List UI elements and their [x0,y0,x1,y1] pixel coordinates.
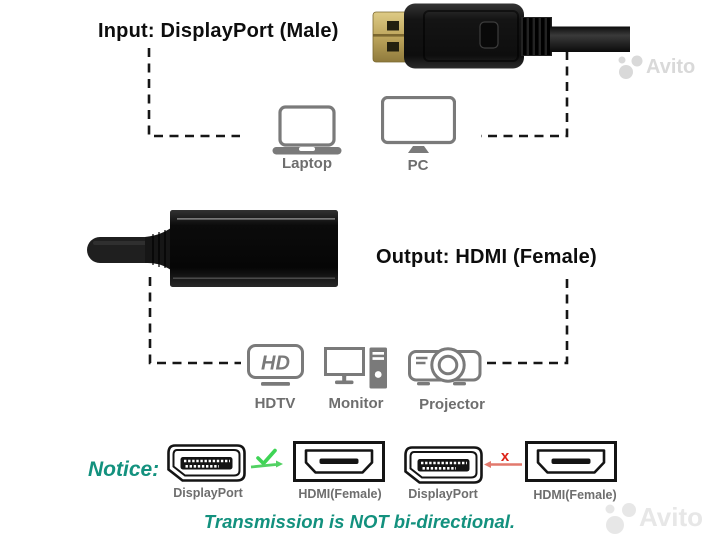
projector-icon [408,347,482,386]
projector-label: Projector [419,396,485,413]
hdmi-label-allowed: HDMI(Female) [298,487,382,501]
hd-badge: HD [261,353,290,375]
displayport-label-blocked: DisplayPort [408,487,478,501]
cross-arrow-icon: x [484,449,522,468]
displayport-connector-icon [167,444,246,482]
plug-housing [404,3,524,69]
hdmi-port-icon [525,441,617,482]
hdtv-icon: HD [247,344,304,386]
arrow-left-head [484,461,491,468]
watermark-bottom: Avito [604,499,703,536]
avito-logo-icon [605,503,636,534]
arrow-right-head [276,460,283,468]
dashed-line-input-left [147,48,240,138]
check-icon [256,448,277,466]
check-arrow-icon [250,448,283,469]
watermark-brand: Avito [646,55,696,78]
footnote: Transmission is NOT bi-directional. [203,511,516,532]
watermark-brand: Avito [639,502,704,532]
cable [550,26,630,52]
dashed-line-output-right [479,279,569,365]
hdmi-port-icon [293,441,385,482]
hdmi-label-blocked: HDMI(Female) [533,488,617,502]
notice-label: Notice: [88,458,160,481]
displayport-label-allowed: DisplayPort [173,486,243,500]
monitor-icon [324,347,387,389]
pc-label: PC [407,157,429,174]
dashed-line-output-left [148,277,241,365]
dashed-line-input-right [481,51,569,138]
watermark-top: Avito [617,52,695,82]
output-title: Output: HDMI (Female) [376,246,597,268]
hdmi-adapter-photo [87,210,338,287]
avito-logo-icon [618,55,643,79]
displayport-connector-icon [404,446,483,484]
input-title: Input: DisplayPort (Male) [98,20,339,42]
displayport-cable-photo [372,3,630,69]
plug-pin [387,21,399,31]
plug-pin [387,42,399,52]
laptop-icon [272,105,342,155]
cross-icon: x [501,449,510,465]
pc-icon [381,96,456,153]
laptop-label: Laptop [282,155,332,172]
hdtv-label: HDTV [254,395,296,412]
monitor-label: Monitor [328,395,384,412]
adapter-body [170,210,338,287]
